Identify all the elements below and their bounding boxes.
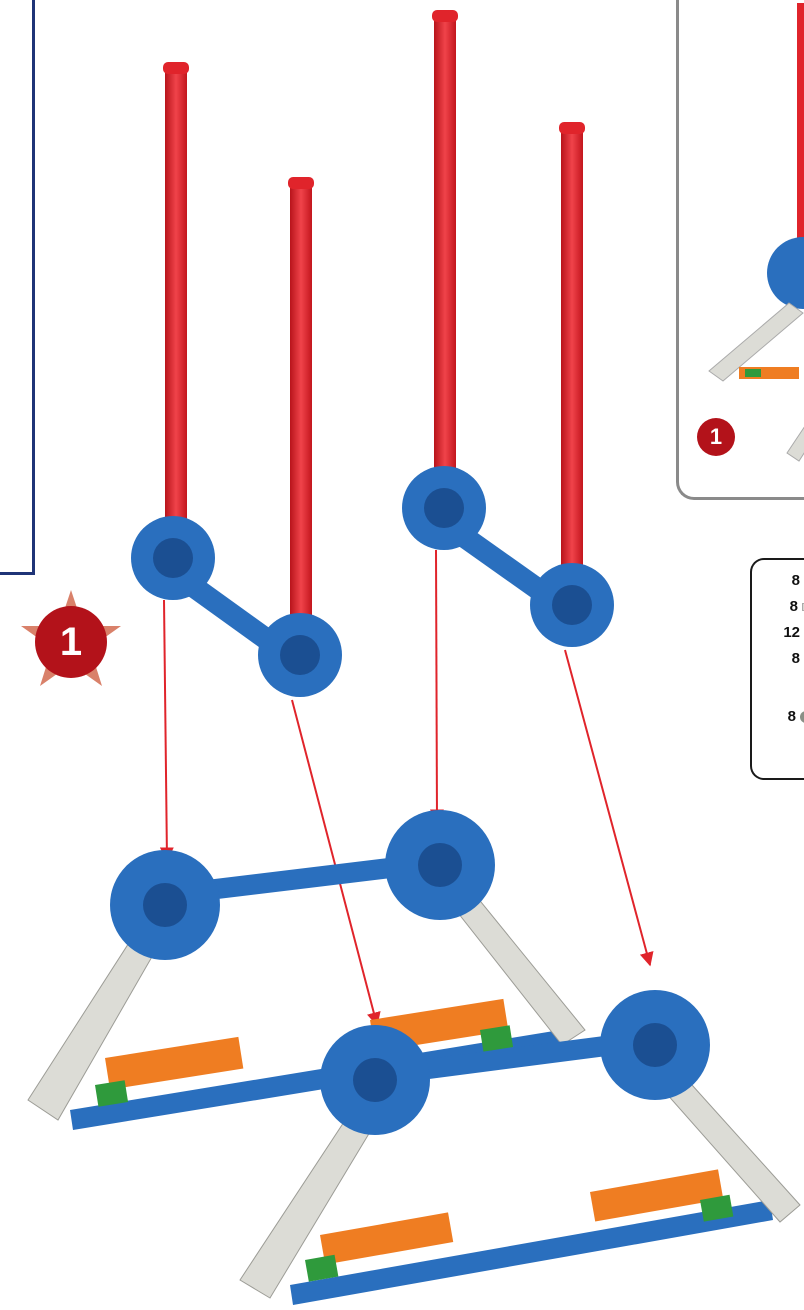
rod-cap [432,10,458,22]
blue-hub-connector [402,466,486,550]
lower-left-base [28,810,585,1130]
blue-hub-connector [258,613,342,697]
rod-cap [163,62,189,74]
placement-arrow [436,550,437,822]
green-connector [95,1080,128,1106]
blue-hub-connector [600,990,710,1100]
red-rod [561,130,583,590]
red-rod [434,18,456,488]
blue-hub-connector [385,810,495,920]
orange-connector [105,1037,243,1090]
upper-right-subassembly [402,10,614,647]
rod-cap [559,122,585,134]
blue-hub-connector [530,563,614,647]
green-connector [480,1025,513,1051]
upper-left-subassembly [131,62,342,697]
blue-hub-connector [110,850,220,960]
rod-cap [288,177,314,189]
placement-arrow [164,600,167,860]
blue-hub-connector [320,1025,430,1135]
red-rod [290,185,312,645]
placement-arrow [565,650,650,965]
blue-hub-connector [131,516,215,600]
red-rod [165,70,187,550]
orange-connector [320,1212,453,1264]
